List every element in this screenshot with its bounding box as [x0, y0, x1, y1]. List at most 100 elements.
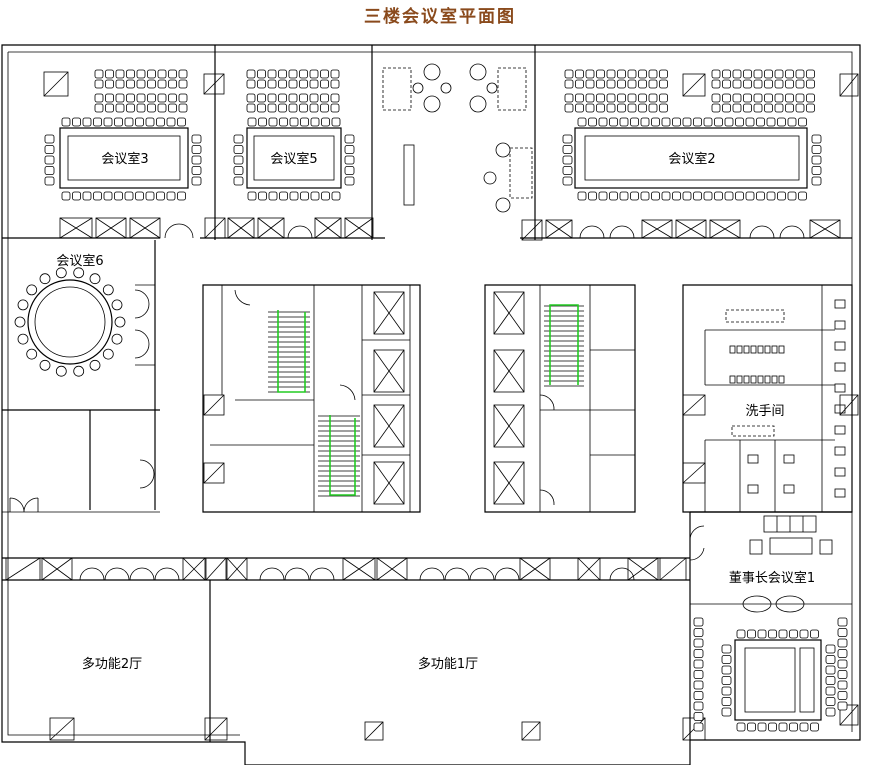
sink	[771, 345, 778, 354]
chair	[787, 117, 797, 127]
chair	[672, 191, 681, 201]
chair	[638, 69, 647, 79]
chair	[806, 79, 815, 89]
chair	[732, 93, 742, 103]
chair	[111, 333, 123, 345]
chair	[135, 191, 144, 201]
chair	[288, 93, 298, 103]
chair	[721, 697, 732, 706]
chair	[798, 191, 807, 201]
chair	[562, 145, 573, 154]
chair	[721, 686, 732, 696]
chair	[619, 117, 629, 127]
chair	[795, 79, 805, 89]
toilet	[834, 467, 846, 477]
chair	[806, 69, 815, 79]
chair	[747, 722, 756, 732]
chair	[114, 117, 123, 127]
chair	[14, 316, 26, 328]
chair	[89, 273, 101, 285]
chair	[344, 155, 355, 165]
chair	[233, 145, 244, 154]
chair	[648, 93, 658, 103]
chair	[124, 191, 134, 201]
chair	[672, 117, 681, 127]
chair	[648, 79, 658, 89]
chair	[756, 117, 765, 127]
toilet	[783, 454, 795, 464]
chair	[722, 93, 731, 103]
chair	[166, 191, 176, 201]
sink	[750, 345, 757, 354]
chair	[606, 79, 616, 89]
toilet	[834, 362, 846, 372]
toilet	[834, 299, 846, 309]
chair	[766, 191, 776, 201]
chair	[575, 79, 584, 89]
chair	[837, 617, 848, 627]
chair	[811, 134, 822, 144]
chair	[789, 629, 798, 639]
chair	[258, 117, 267, 127]
chair	[278, 93, 287, 103]
sink	[729, 345, 736, 354]
chair	[136, 103, 146, 113]
chair	[774, 79, 784, 89]
chair	[638, 103, 647, 113]
chair	[288, 79, 298, 89]
chair	[811, 176, 822, 186]
chair	[764, 93, 773, 103]
chair	[721, 707, 732, 717]
chair	[267, 103, 277, 113]
chair	[73, 365, 85, 377]
chair	[825, 665, 836, 675]
chair	[278, 103, 287, 113]
chair	[320, 93, 329, 103]
chair	[648, 69, 658, 79]
chair	[585, 103, 595, 113]
chair	[596, 93, 605, 103]
chair	[39, 273, 51, 285]
chair	[320, 79, 329, 89]
chair	[825, 686, 836, 696]
chair	[126, 103, 135, 113]
chair	[811, 166, 822, 175]
door-swing	[154, 567, 180, 581]
sink	[729, 375, 736, 384]
sink	[757, 345, 764, 354]
chair	[289, 117, 299, 127]
chair	[768, 722, 777, 732]
chair	[55, 365, 67, 377]
chair	[764, 69, 773, 79]
chair	[648, 103, 658, 113]
chair	[711, 79, 721, 89]
chair	[724, 191, 734, 201]
chair	[344, 145, 355, 154]
chair	[177, 191, 186, 201]
chair	[721, 665, 732, 675]
left-side-rooms	[2, 459, 160, 513]
chair	[72, 191, 81, 201]
chair	[267, 93, 277, 103]
chair	[575, 93, 584, 103]
meeting-room-5-label: 会议室5	[270, 151, 317, 167]
chair	[585, 79, 595, 89]
chair	[300, 191, 309, 201]
chair	[136, 79, 146, 89]
multi-hall-1-label: 多功能1厅	[418, 656, 478, 672]
chair	[562, 134, 573, 144]
chair	[630, 117, 639, 127]
chair	[638, 93, 647, 103]
chair	[661, 191, 671, 201]
chair	[659, 93, 668, 103]
chair	[617, 79, 626, 89]
chair	[785, 93, 794, 103]
sink	[743, 375, 750, 384]
chair	[778, 629, 788, 639]
meeting-room-5: 会议室5	[246, 127, 342, 189]
chair	[714, 191, 723, 201]
chair	[191, 145, 202, 154]
chair	[693, 722, 704, 732]
chair	[693, 701, 704, 711]
